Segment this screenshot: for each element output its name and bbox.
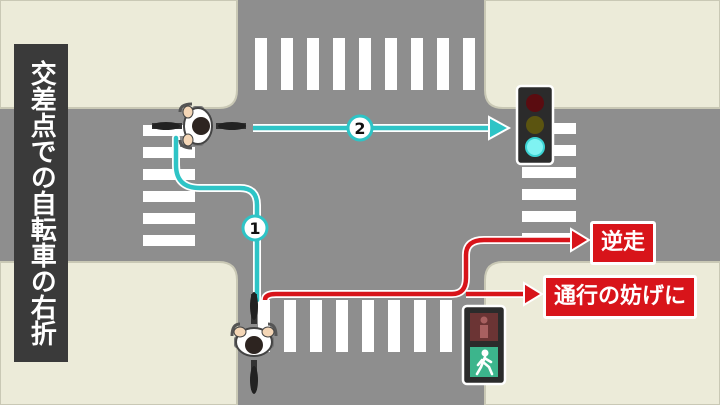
- route-1-path: [173, 135, 260, 303]
- wrong-way-arrowhead: [570, 227, 591, 253]
- traffic-light-green-icon: [515, 84, 555, 166]
- route-badge-1: 1: [241, 214, 269, 242]
- cyclist-topdown-icon: [152, 102, 246, 150]
- route-2-arrowhead: [488, 115, 512, 141]
- route-badge-2: 2: [346, 114, 374, 142]
- obstruction-label: 通行の妨げに: [543, 275, 698, 319]
- route-1-number: 1: [249, 219, 260, 238]
- danger-paths: [261, 227, 591, 307]
- pedestrian-signal-green-icon: [461, 304, 507, 386]
- crosswalk-bottom: [258, 300, 452, 352]
- obstruction-arrowhead: [523, 281, 544, 307]
- page-title: 交差点での自転車の右折: [14, 44, 68, 362]
- wrong-way-path: [262, 237, 575, 301]
- cyclist-topdown-icon: [230, 292, 278, 394]
- crosswalk-left: [143, 125, 195, 246]
- crosswalk-top: [255, 38, 475, 90]
- sidewalk-top-right: [484, 0, 720, 109]
- route-2-number: 2: [354, 119, 365, 138]
- wrong-way-label: 逆走: [590, 221, 657, 265]
